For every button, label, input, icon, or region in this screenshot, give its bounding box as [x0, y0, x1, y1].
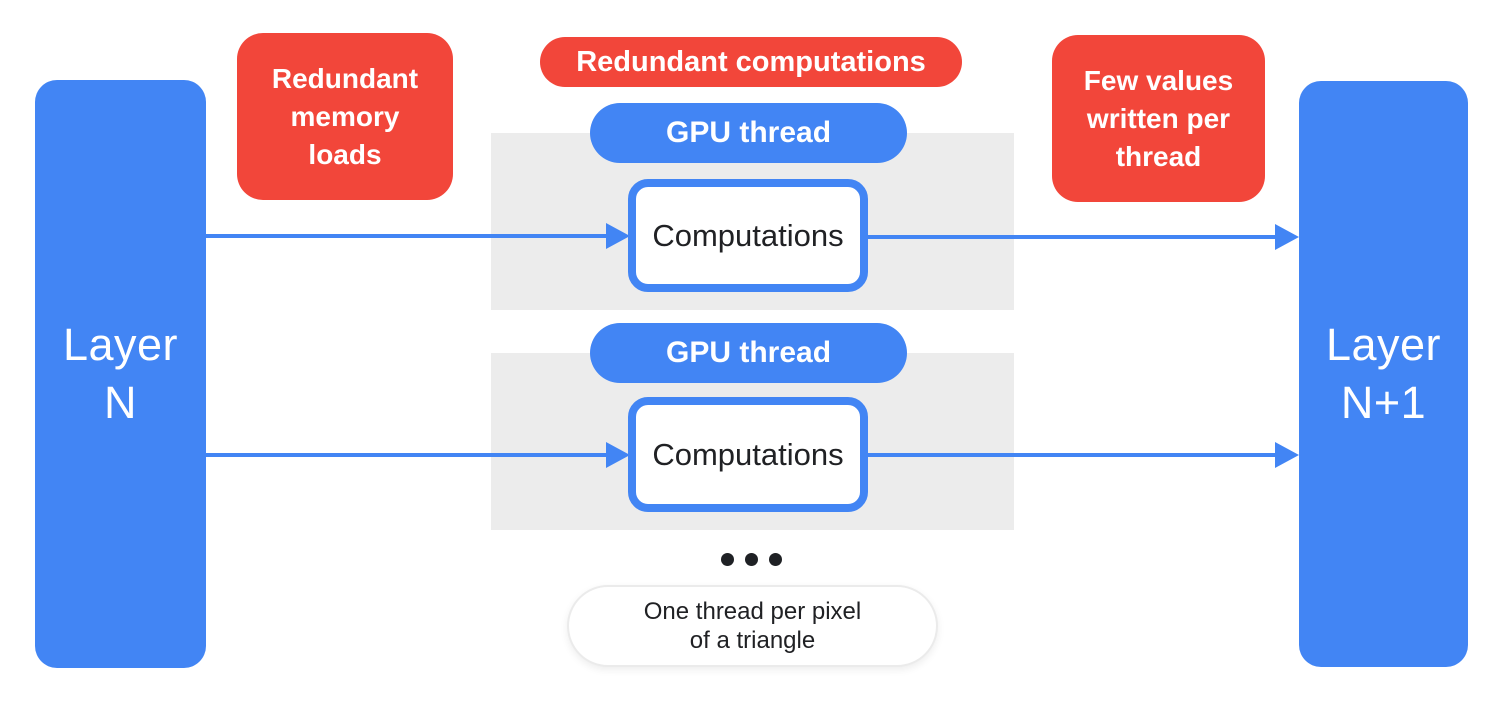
gpu-thread-pill-1: GPU thread	[590, 103, 907, 163]
arrow-2-head-right-icon	[1275, 442, 1299, 468]
ellipsis-dot	[769, 553, 782, 566]
layer-n-label-line2: N	[104, 377, 137, 428]
badge-memory-line2: memory	[290, 100, 400, 132]
computations-box-1: Computations	[628, 179, 868, 292]
badge-memory-line3: loads	[308, 138, 382, 170]
badge-few-line1: Few values	[1083, 64, 1234, 96]
note-line1: One thread per pixel	[643, 598, 862, 625]
badge-memory-line1: Redundant	[271, 62, 419, 94]
layer-n-block: Layer N	[35, 80, 206, 668]
arrow-1-head-right-icon	[1275, 224, 1299, 250]
note-one-thread-per-pixel: One thread per pixel of a triangle	[567, 585, 938, 667]
badge-few-line3: thread	[1115, 140, 1202, 172]
arrow-2-line-right	[868, 453, 1275, 457]
ellipsis-icon	[721, 553, 782, 566]
ellipsis-dot	[745, 553, 758, 566]
computations-box-2: Computations	[628, 397, 868, 512]
ellipsis-dot	[721, 553, 734, 566]
layer-n-plus-1-label-line1: Layer	[1325, 319, 1442, 370]
note-line2: of a triangle	[689, 627, 816, 654]
arrow-2-head-left-icon	[606, 442, 630, 468]
badge-redundant-memory-loads: Redundant memory loads	[237, 33, 453, 200]
badge-few-values-written: Few values written per thread	[1052, 35, 1265, 202]
arrow-1-head-left-icon	[606, 223, 630, 249]
gpu-thread-pill-2: GPU thread	[590, 323, 907, 383]
badge-few-line2: written per	[1086, 102, 1231, 134]
arrow-2-line-left	[206, 453, 608, 457]
layer-n-plus-1-label-line2: N+1	[1340, 377, 1427, 428]
badge-redundant-computations: Redundant computations	[540, 37, 962, 87]
layer-n-plus-1-block: Layer N+1	[1299, 81, 1468, 667]
arrow-1-line-right	[868, 235, 1275, 239]
layer-n-label-line1: Layer	[62, 319, 179, 370]
arrow-1-line-left	[206, 234, 608, 238]
